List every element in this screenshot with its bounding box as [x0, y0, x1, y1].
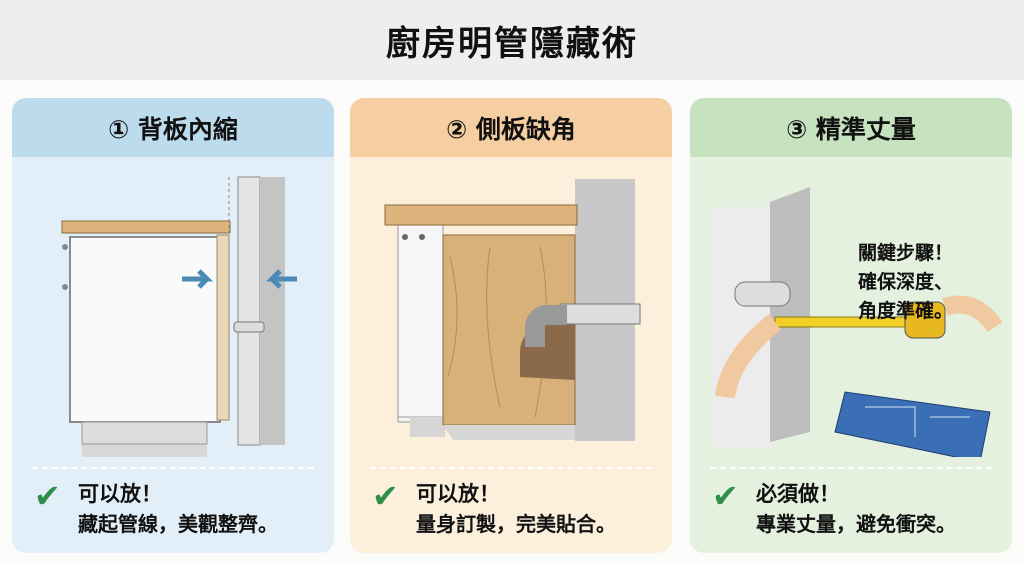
description: 專業丈量，避免衝突。	[756, 512, 956, 536]
key-step-note: 關鍵步驟！ 確保深度、 角度準確。	[858, 239, 953, 326]
page-title: 廚房明管隱藏術	[386, 23, 638, 64]
cabinet-recess-illustration	[61, 176, 297, 457]
divider	[710, 467, 992, 469]
status-label: 必須做！	[756, 482, 840, 506]
check-icon: ✔	[712, 477, 739, 515]
panel-side-panel-notch: ② 側板缺角 ✔ 可以放！ 量身訂製，完美貼合。	[350, 98, 672, 553]
description: 藏起管線，美觀整齊。	[78, 512, 278, 536]
panel-header: ③ 精準丈量	[690, 98, 1012, 157]
panel-header: ② 側板缺角	[350, 98, 672, 157]
cabinet-notch-illustration	[384, 179, 641, 441]
panel-precise-measure: ③ 精準丈量 關鍵步驟！ 確保深度、 角度準確。 ✔ 必須做！ 專業丈量，避免衝突…	[690, 98, 1012, 553]
panel-header: ① 背板內縮	[12, 98, 334, 157]
note-line: 確保深度、	[858, 271, 954, 293]
measuring-illustration	[712, 187, 1003, 457]
check-icon: ✔	[372, 477, 399, 515]
title-bar: 廚房明管隱藏術	[0, 0, 1024, 80]
status-label: 可以放！	[78, 482, 162, 506]
divider	[32, 467, 314, 469]
note-line: 角度準確。	[858, 300, 954, 322]
note-line: 關鍵步驟！	[858, 242, 954, 264]
status-label: 可以放！	[416, 482, 500, 506]
check-icon: ✔	[34, 477, 61, 515]
divider	[370, 467, 652, 469]
description: 量身訂製，完美貼合。	[416, 512, 616, 536]
panel-back-panel-recess: ① 背板內縮 ✔ 可以放！ 藏起管線，美觀整齊。	[12, 98, 334, 553]
